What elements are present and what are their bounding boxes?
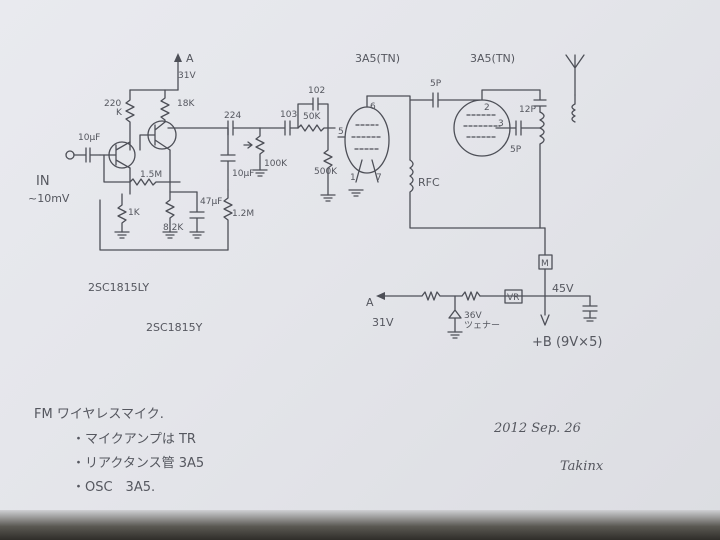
cap-10uf-in-label: 10μF bbox=[78, 133, 100, 143]
ground-symbol bbox=[114, 231, 130, 239]
r500k-label: 500K bbox=[314, 167, 338, 177]
tr2-label: 2SC1815Y bbox=[146, 321, 203, 334]
pin3-label: 3 bbox=[498, 119, 504, 129]
ground-symbol bbox=[447, 331, 463, 339]
zener-note: ツェナー bbox=[464, 320, 500, 331]
supply-capacitor bbox=[582, 295, 598, 322]
pin7-label: 7 bbox=[376, 173, 382, 183]
cap102-label: 102 bbox=[308, 86, 325, 96]
r220k-label: 220 bbox=[104, 99, 121, 109]
supply-a-arrow bbox=[174, 53, 182, 91]
transistor-1 bbox=[99, 141, 136, 169]
table-edge bbox=[0, 510, 720, 540]
resistor-220k bbox=[125, 89, 135, 151]
ground-symbol bbox=[320, 194, 336, 202]
ground-symbol bbox=[162, 231, 178, 239]
resistor-500k bbox=[323, 127, 333, 196]
cap103-label: 103 bbox=[280, 110, 297, 120]
supply-31v-label: 31V bbox=[178, 71, 196, 81]
author-signature: Takinx bbox=[560, 459, 604, 474]
battery-arrow bbox=[540, 295, 550, 326]
r15m-label: 1.5M bbox=[140, 170, 162, 180]
tube1-title: 3A5(TN) bbox=[355, 52, 400, 65]
regulator-box bbox=[504, 289, 523, 304]
r12m-label: 1.2M bbox=[232, 209, 254, 219]
rfc-choke bbox=[409, 159, 546, 229]
antenna-icon bbox=[565, 54, 585, 96]
tank-coil bbox=[539, 111, 545, 229]
rfc-label: RFC bbox=[418, 176, 440, 189]
zener-label: 36V bbox=[464, 311, 482, 321]
note-line-1: ・マイクアンプは TR bbox=[72, 432, 196, 447]
supply-a-out-arrow bbox=[376, 292, 385, 300]
v31-out-label: 31V bbox=[372, 316, 394, 329]
box-vr-label: VR bbox=[507, 293, 519, 303]
cap5p-grid-label: 5P bbox=[510, 145, 522, 155]
cap47uf-label: 47μF bbox=[200, 197, 222, 207]
tube2-title: 3A5(TN) bbox=[470, 52, 515, 65]
resistor-1-2m bbox=[223, 189, 233, 251]
input-label: IN bbox=[36, 174, 50, 189]
capacitor-12p bbox=[533, 89, 547, 113]
capacitor-5p-grid bbox=[509, 120, 541, 136]
capacitor-47uf bbox=[189, 191, 205, 233]
capacitor-103 bbox=[259, 120, 299, 136]
resistor-8-2k bbox=[165, 191, 175, 233]
tube-1 bbox=[337, 95, 390, 183]
cap5p-top-label: 5P bbox=[430, 79, 442, 89]
v45-label: 45V bbox=[552, 282, 574, 295]
tr1-label: 2SC1815LY bbox=[88, 281, 149, 294]
ground-symbol bbox=[348, 189, 364, 197]
pin1-label: 1 bbox=[350, 173, 356, 183]
r50k-label: 50K bbox=[303, 112, 321, 122]
note-line-2: ・リアクタンス管 3A5 bbox=[72, 456, 204, 471]
resistor-18k bbox=[160, 89, 170, 123]
resistor-1k bbox=[117, 167, 131, 233]
input-jack bbox=[65, 147, 101, 163]
r1k-label: 1K bbox=[128, 208, 141, 218]
title-note: FM ワイヤレスマイク. bbox=[34, 407, 164, 422]
ground-symbol bbox=[189, 231, 205, 239]
ground-bus bbox=[99, 199, 229, 251]
capacitor-224 bbox=[167, 120, 261, 136]
battery-label: +B (9V×5) bbox=[532, 335, 602, 350]
pin2-label: 2 bbox=[484, 103, 490, 113]
vr100k-label: 100K bbox=[264, 159, 288, 169]
r18k-label: 18K bbox=[177, 99, 195, 109]
a-out-label: A bbox=[366, 296, 374, 309]
antenna-coil bbox=[571, 94, 576, 123]
input-level-label: ~10mV bbox=[28, 192, 70, 205]
transistor-2 bbox=[139, 120, 177, 151]
resistor-50k bbox=[297, 124, 336, 132]
zener-diode bbox=[448, 295, 462, 333]
supply-a-label: A bbox=[186, 52, 194, 65]
pin5-label: 5 bbox=[338, 127, 344, 137]
capacitor-10uf-out bbox=[220, 127, 236, 191]
r220k-unit: K bbox=[116, 108, 123, 118]
r82k-label: 8.2K bbox=[163, 223, 184, 233]
capacitor-102 bbox=[297, 97, 329, 129]
note-line-3: ・OSC 3A5. bbox=[72, 480, 155, 495]
resistor-1-5m bbox=[103, 154, 181, 186]
cap12p-label: 12P bbox=[519, 105, 536, 115]
ground-symbol bbox=[252, 169, 268, 177]
capacitor-5p-top bbox=[366, 92, 481, 161]
pin6-label: 6 bbox=[370, 102, 376, 112]
box-m-label: M bbox=[541, 259, 549, 269]
dropping-resistors bbox=[384, 291, 481, 301]
date-note: 2012 Sep. 26 bbox=[493, 421, 581, 436]
cap10uf-out-label: 10μF bbox=[232, 169, 254, 179]
cap224-label: 224 bbox=[224, 111, 241, 121]
supply-bus bbox=[479, 268, 591, 297]
emitter-wire bbox=[169, 149, 198, 193]
volume-100k bbox=[243, 127, 265, 171]
